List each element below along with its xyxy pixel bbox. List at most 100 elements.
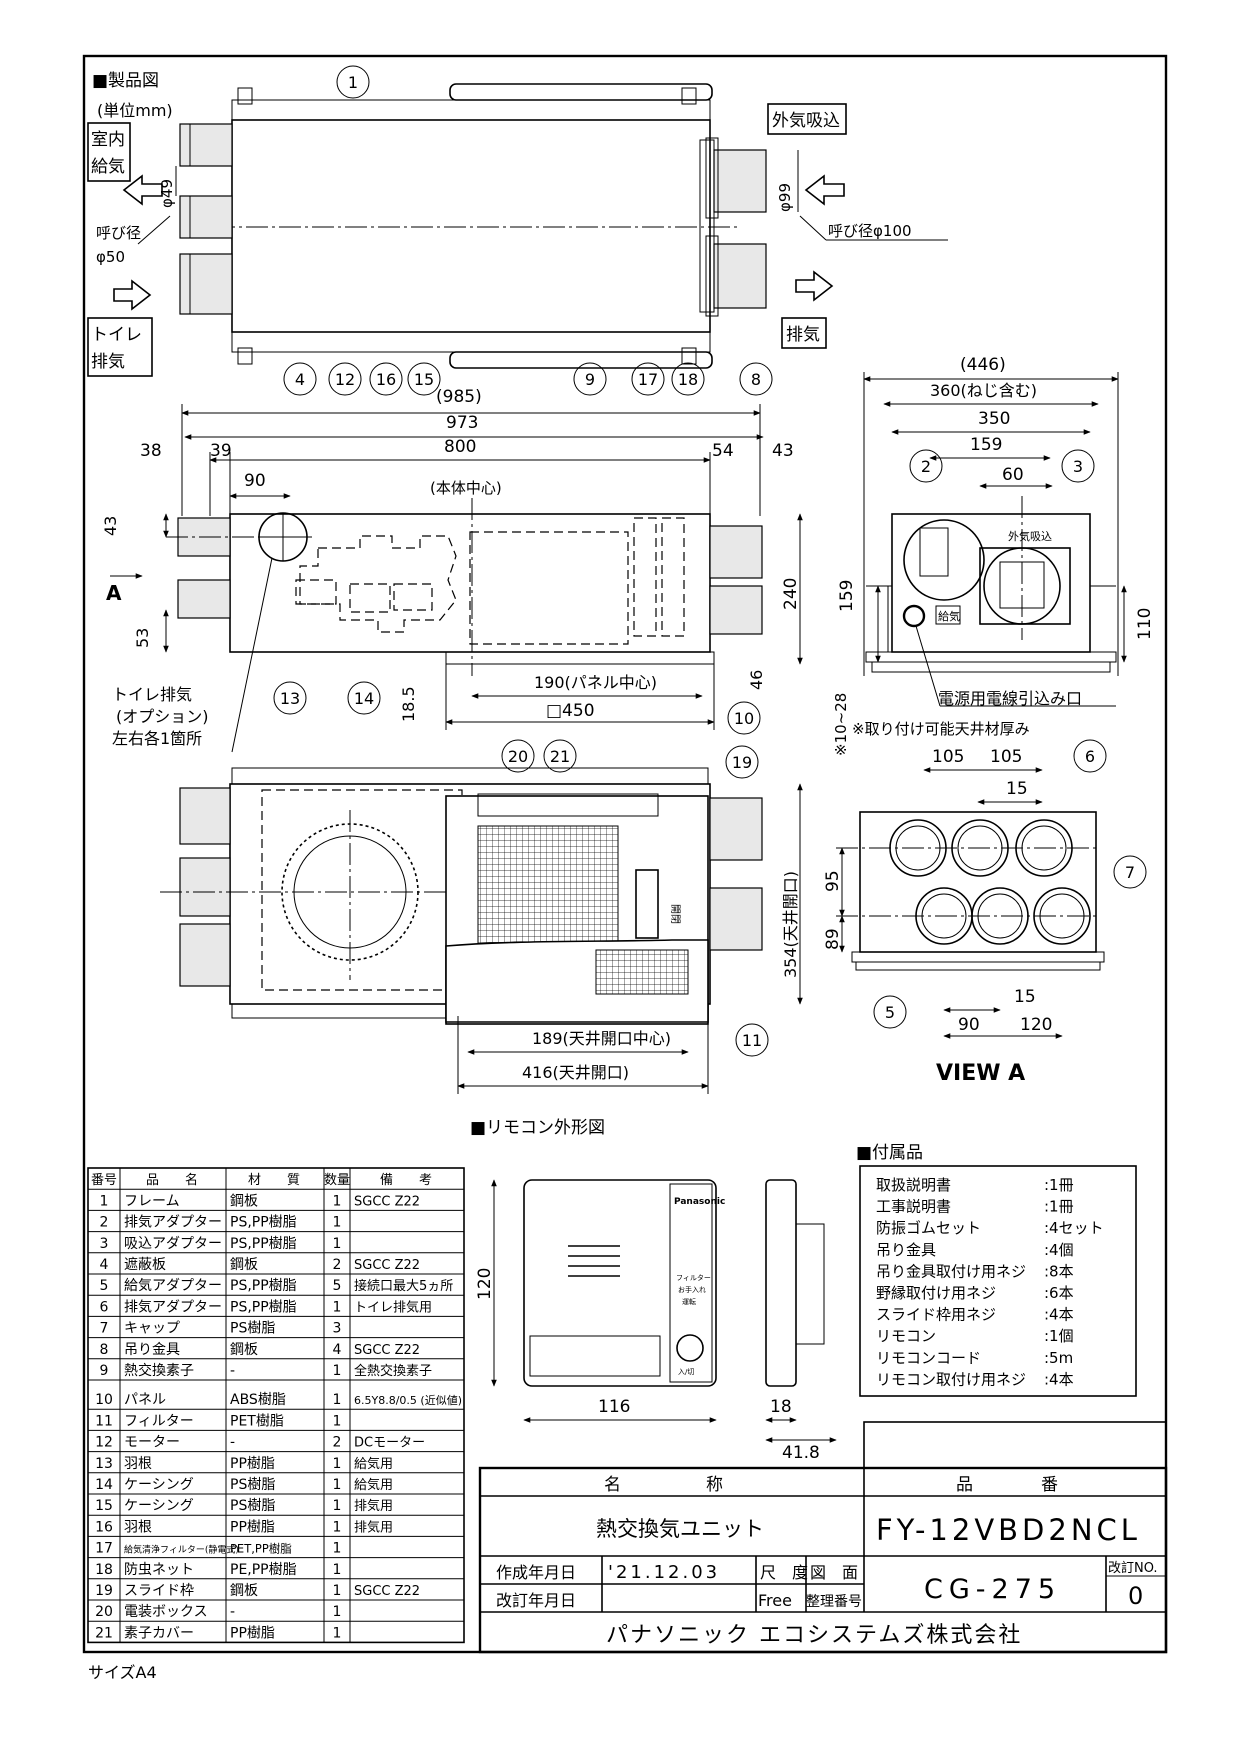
unit-upper-lid [449, 83, 713, 101]
parts-cell-17-1: 防虫ネット [124, 1562, 194, 1578]
callout-3-balloon [1061, 449, 1095, 483]
view-a-dim-15-bottom: 15 [1014, 987, 1036, 1007]
parts-cell-7-2: 鋼板 [230, 1342, 258, 1358]
toilet-exhaust-label-1: トイレ [91, 325, 142, 345]
dim-38: 38 [140, 441, 162, 461]
parts-cell-8-0: 9 [100, 1363, 109, 1379]
side-port-outside-frame [979, 547, 1071, 625]
parts-cell-18-3: 1 [333, 1583, 342, 1599]
parts-table-frame [87, 1167, 465, 1644]
accessory-qty-1: :1冊 [1044, 1198, 1074, 1216]
parts-header-1: 品 名 [146, 1172, 198, 1188]
callout-17-label: 17 [638, 370, 658, 389]
exhaust-label: 排気 [786, 325, 820, 345]
dim-985: (985) [436, 387, 482, 407]
title-scale-value: Free [758, 1591, 792, 1610]
parts-cell-12-3: 1 [333, 1456, 342, 1472]
parts-cell-20-2: PP樹脂 [230, 1625, 275, 1641]
parts-header-2: 材 質 [248, 1173, 300, 1188]
outside-intake-box [767, 103, 847, 135]
parts-cell-19-3: 1 [333, 1604, 342, 1620]
dim-159-side: 159 [837, 580, 857, 612]
open-close-slot [635, 869, 659, 939]
parts-cell-18-0: 19 [95, 1583, 113, 1599]
callout-16-label: 16 [376, 370, 396, 389]
title-name: 熱交換気ユニット [596, 1517, 764, 1541]
toilet-exhaust-box [87, 317, 153, 377]
side-port-supply [903, 519, 985, 601]
parts-cell-3-2: 鋼板 [230, 1257, 258, 1273]
title-created-date: '21.12.03 [608, 1562, 720, 1583]
parts-cell-10-3: 1 [333, 1413, 342, 1429]
parts-cell-19-2: - [230, 1604, 235, 1620]
parts-cell-5-0: 6 [100, 1299, 109, 1315]
title-drawing-label: 図 面 [810, 1563, 858, 1582]
callout-5-balloon [873, 995, 907, 1029]
parts-cell-5-4: トイレ排気用 [354, 1299, 432, 1315]
title-part-no: FY-12VBD2NCL [876, 1513, 1141, 1547]
dim-60: 60 [1002, 465, 1024, 485]
accessories-heading: ■付属品 [856, 1143, 923, 1163]
remote-display [529, 1335, 661, 1377]
remote-front [523, 1179, 717, 1387]
list-item: 吊り金具:4個 [876, 1241, 1074, 1259]
option-note-1: トイレ排気 [112, 685, 192, 704]
open-close-label: 開閉 [669, 904, 681, 924]
accessory-qty-0: :1冊 [1044, 1176, 1074, 1194]
unit-label: (単位mm) [97, 101, 173, 120]
title-revised-label: 改訂年月日 [496, 1591, 576, 1610]
remote-heading: ■リモコン外形図 [470, 1118, 605, 1138]
dim-189: 189(天井開口中心) [532, 1029, 671, 1048]
parts-cell-8-2: - [230, 1363, 235, 1379]
plan-panel [445, 651, 715, 665]
remote-brand: Panasonic [674, 1197, 725, 1207]
title-block: 名 称 品 番 熱交換気ユニット FY-12VBD2NCL 作成年月日 '21.… [478, 1421, 1168, 1654]
parts-cell-5-2: PS,PP樹脂 [230, 1299, 297, 1315]
parts-cell-14-0: 15 [95, 1498, 113, 1514]
callout-8-balloon [739, 362, 773, 396]
parts-cell-9-0: 10 [95, 1392, 113, 1408]
parts-cell-0-0: 1 [100, 1193, 109, 1209]
parts-cell-18-2: 鋼板 [230, 1583, 258, 1599]
view-a-dim-105-b: 105 [990, 747, 1022, 767]
ceiling-note: ※取り付け可能天井材厚み [852, 720, 1030, 738]
indoor-supply-label-2: 給気 [91, 157, 125, 177]
title-drawing-no: CG-275 [924, 1574, 1061, 1605]
filter-11-hatch [595, 949, 689, 995]
parts-cell-12-4: 給気用 [354, 1456, 393, 1472]
power-inlet-note: 電源用電線引込み口 [938, 689, 1082, 708]
remote-text-3: 運転 [682, 1297, 696, 1306]
parts-cell-16-3: 1 [333, 1541, 342, 1557]
dim-800: 800 [444, 437, 476, 457]
end-plate [699, 139, 715, 313]
parts-cell-1-3: 1 [333, 1215, 342, 1231]
list-item: リモコン取付け用ネジ:4本 [876, 1370, 1074, 1388]
remote-vent-icon [568, 1245, 620, 1277]
parts-cell-6-3: 3 [333, 1321, 342, 1337]
callout-19-label: 19 [732, 753, 752, 772]
remote-drawing: ■リモコン外形図 Panasonic フィルター お手入れ 運転 入/切 120… [470, 1118, 837, 1463]
parts-cell-20-0: 21 [95, 1625, 113, 1641]
bottom-left-adapters [179, 787, 231, 845]
side-view: (446) 360(ねじ含む) 350 159 60 外気吸込 給気 159 1… [832, 355, 1155, 756]
callout-9-label: 9 [585, 370, 595, 389]
parts-cell-17-0: 18 [95, 1562, 113, 1578]
callout-7-label: 7 [1125, 863, 1135, 882]
dim-10-28: ※10~28 [832, 693, 850, 756]
callout-15-balloon [407, 362, 441, 396]
dim-90: 90 [244, 471, 266, 491]
callout-11-balloon [735, 1023, 769, 1057]
view-a-dim-89: 89 [823, 928, 843, 950]
parts-cell-4-0: 5 [100, 1278, 109, 1294]
toilet-inlet-arrow-icon [113, 279, 152, 311]
callout-12-balloon [328, 362, 362, 396]
parts-cell-14-3: 1 [333, 1498, 342, 1514]
remote-dim-120: 120 [475, 1268, 495, 1300]
